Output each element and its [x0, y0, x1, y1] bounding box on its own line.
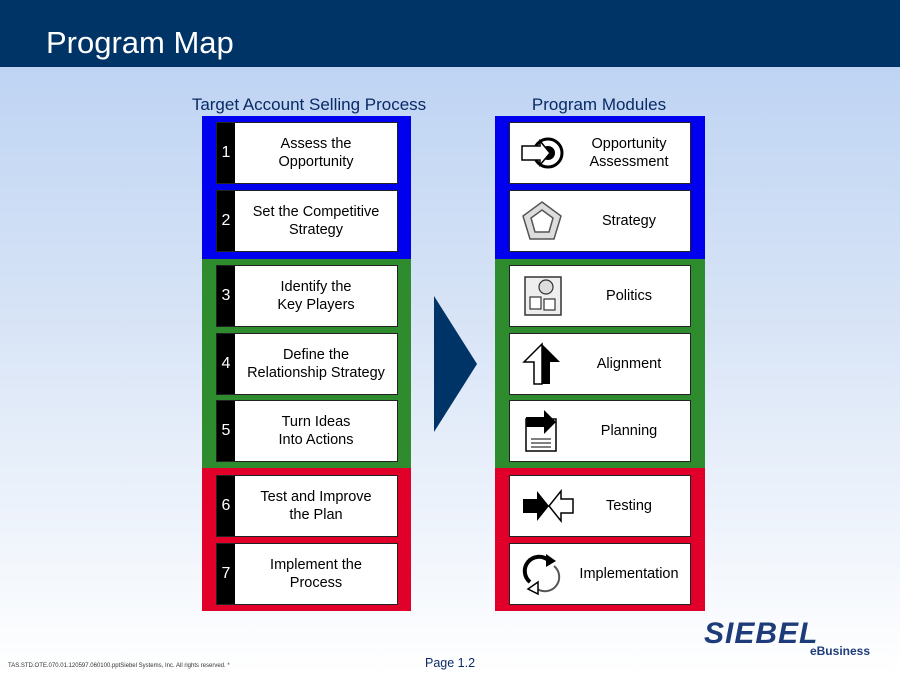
module-implementation: Implementation	[509, 543, 691, 605]
logo-tagline: eBusiness	[809, 644, 870, 658]
module-label: Testing	[606, 498, 652, 514]
cycle-arrows-icon	[522, 554, 561, 596]
siebel-logo: SIEBEL eBusiness	[704, 617, 876, 659]
target-arrow-icon	[521, 137, 564, 169]
document-arrow-icon	[525, 410, 557, 452]
step-number: 2	[217, 191, 235, 251]
step-number: 6	[217, 476, 235, 536]
pentagon-icon	[522, 201, 562, 240]
module-strategy: Strategy	[509, 190, 691, 252]
module-label: Politics	[606, 288, 652, 304]
module-planning: Planning	[509, 400, 691, 462]
step-number: 7	[217, 544, 235, 604]
step-number: 4	[217, 334, 235, 394]
shapes-icon	[524, 276, 562, 316]
document-id: TAS.STD.OTE.070.01.120597.060100.pptSieb…	[8, 663, 230, 669]
module-alignment: Alignment	[509, 333, 691, 395]
module-label: Alignment	[596, 356, 662, 372]
process-column-title: Target Account Selling Process	[191, 95, 427, 114]
module-politics: Politics	[509, 265, 691, 327]
modules-column-title: Program Modules	[531, 95, 667, 114]
module-testing: Testing	[509, 475, 691, 537]
converging-arrows-icon	[523, 488, 574, 524]
page-number: Page 1.2	[425, 656, 476, 670]
module-label: Strategy	[602, 213, 656, 229]
flow-arrow-icon	[434, 296, 477, 432]
up-arrow-icon	[522, 342, 560, 385]
header-bar	[0, 0, 900, 67]
step-number: 3	[217, 266, 235, 326]
module-label: Planning	[600, 423, 658, 439]
step-number: 5	[217, 401, 235, 461]
module-label: Implementation	[579, 566, 679, 582]
step-number: 1	[217, 123, 235, 183]
logo-wordmark: SIEBEL	[704, 617, 819, 650]
page-title: Program Map	[46, 25, 234, 60]
